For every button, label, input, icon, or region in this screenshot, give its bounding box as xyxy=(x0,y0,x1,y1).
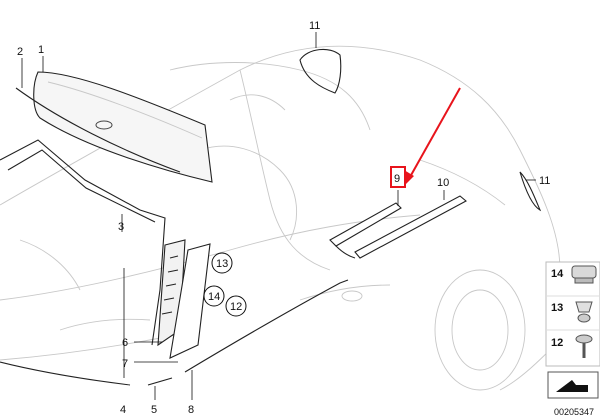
part-6-detail xyxy=(161,255,179,315)
legend-item-12: 12 xyxy=(551,337,563,349)
clip-13-icon xyxy=(575,301,593,313)
part-8-sill-strip xyxy=(184,279,349,373)
callout-12-circle xyxy=(225,295,247,317)
part-3-frame-inner xyxy=(7,149,156,223)
part-2-strip xyxy=(15,87,181,173)
part-11-quarter-seal xyxy=(299,48,342,94)
callout-8: 8 xyxy=(188,404,194,416)
part-11-side-seal xyxy=(519,171,542,212)
callout-5: 5 xyxy=(151,404,157,416)
callout-11-right: 11 xyxy=(539,175,550,187)
callout-7: 7 xyxy=(122,358,128,370)
callout-4: 4 xyxy=(120,404,126,416)
clip-14-base xyxy=(574,277,594,284)
callout-11-top: 11 xyxy=(309,20,320,32)
callout-3: 3 xyxy=(118,221,124,233)
clip-14-icon xyxy=(571,265,597,279)
callout-12: 12 xyxy=(230,301,242,313)
screw-12-icon xyxy=(575,334,593,344)
callout-14: 14 xyxy=(208,291,220,303)
callout-14-circle xyxy=(203,285,225,307)
part-9-end xyxy=(335,245,356,259)
callout-9: 9 xyxy=(394,173,400,185)
part-10-moulding xyxy=(354,195,467,259)
highlight-arrow-head xyxy=(404,170,414,184)
highlight-arrow-shaft xyxy=(409,87,461,178)
legend-item-14: 14 xyxy=(551,268,564,280)
callout-1: 1 xyxy=(38,44,44,56)
document-number: 00205347 xyxy=(553,407,594,417)
clip-13-head xyxy=(577,313,591,323)
leader-lines xyxy=(21,32,536,400)
callout-13-circle xyxy=(211,252,233,274)
callout-2: 2 xyxy=(17,46,23,58)
fastener-legend: 14 13 12 xyxy=(545,261,600,367)
part-5-small-strip xyxy=(147,377,173,386)
callout-10: 10 xyxy=(437,177,449,189)
part-1-handle xyxy=(95,120,113,130)
part-4-lower-strip xyxy=(0,361,131,386)
document-reference-icon xyxy=(547,371,599,399)
callout-13: 13 xyxy=(216,258,228,270)
part-3-windscreen-frame xyxy=(0,139,166,346)
part-1-inner-line xyxy=(47,81,203,139)
callout-6: 6 xyxy=(122,337,128,349)
legend-item-13: 13 xyxy=(551,302,563,314)
part-1-roof-trim xyxy=(33,71,213,183)
part-9-moulding xyxy=(329,202,402,247)
part-7-pillar-trim xyxy=(169,243,211,359)
